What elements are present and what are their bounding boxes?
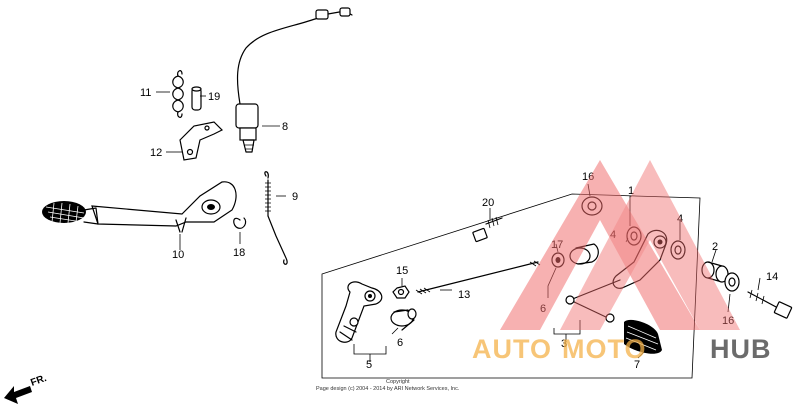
callout-11: 11	[140, 87, 151, 99]
callout-16b: 16	[722, 315, 734, 327]
callout-20: 20	[482, 197, 494, 209]
bolt-part-20	[472, 216, 503, 243]
callout-1: 1	[628, 185, 634, 197]
spring-part-11	[172, 70, 184, 118]
callout-19: 19	[208, 91, 220, 103]
shift-pedal-part-10	[42, 181, 237, 233]
assembly-outline-box	[321, 193, 701, 379]
washer-part-16b	[724, 272, 740, 292]
collar-part-2	[701, 261, 729, 283]
callout-3: 3	[561, 338, 567, 350]
shift-arm-part-5	[335, 281, 383, 343]
bracket-part-12	[179, 121, 224, 161]
watermark-text-hub: HUB	[710, 334, 772, 364]
front-arrow-icon	[4, 386, 32, 404]
oil-seal-part-4b	[670, 240, 686, 260]
watermark-text-auto: AUTO	[472, 334, 552, 364]
callout-10: 10	[172, 249, 184, 261]
collar-part-15	[392, 285, 410, 299]
copyright-line-1: Copyright	[386, 379, 410, 385]
watermark-logo-triangles	[500, 160, 700, 330]
callout-12: 12	[150, 147, 162, 159]
callout-8: 8	[282, 121, 288, 133]
callout-4b: 4	[677, 213, 683, 225]
copyright-notice: Copyright Page design (c) 2004 - 2014 by…	[316, 379, 460, 392]
callout-5: 5	[366, 359, 372, 371]
callout-9: 9	[292, 191, 298, 203]
circlip-part-18	[233, 217, 247, 229]
front-direction-indicator: FR.	[4, 373, 48, 404]
callout-numbers: 1 2 3 4 4 5 6 6 7 8 9 10 11 12 13 14 15 …	[140, 87, 778, 371]
shift-shaft-part-13	[415, 260, 541, 295]
callout-13: 13	[458, 289, 470, 301]
watermark-text-moto: MOTO	[562, 334, 647, 364]
callout-18: 18	[233, 247, 245, 259]
callout-7: 7	[634, 359, 640, 371]
callout-15: 15	[396, 265, 408, 277]
clutch-cable-part-8	[235, 7, 353, 153]
spring-part-9	[264, 171, 288, 265]
roller-part-6a	[390, 308, 417, 331]
front-label: FR.	[29, 373, 48, 389]
callout-14: 14	[766, 271, 778, 283]
bolt-part-14	[747, 289, 793, 319]
copyright-line-2: Page design (c) 2004 - 2014 by ARI Netwo…	[316, 386, 460, 392]
callout-6a: 6	[397, 337, 403, 349]
pedal-rubber-part-7	[624, 319, 662, 354]
collar-part-19	[191, 86, 202, 111]
callout-2: 2	[712, 241, 718, 253]
automotohub-watermark: AUTO MOTO HUB	[472, 160, 772, 364]
